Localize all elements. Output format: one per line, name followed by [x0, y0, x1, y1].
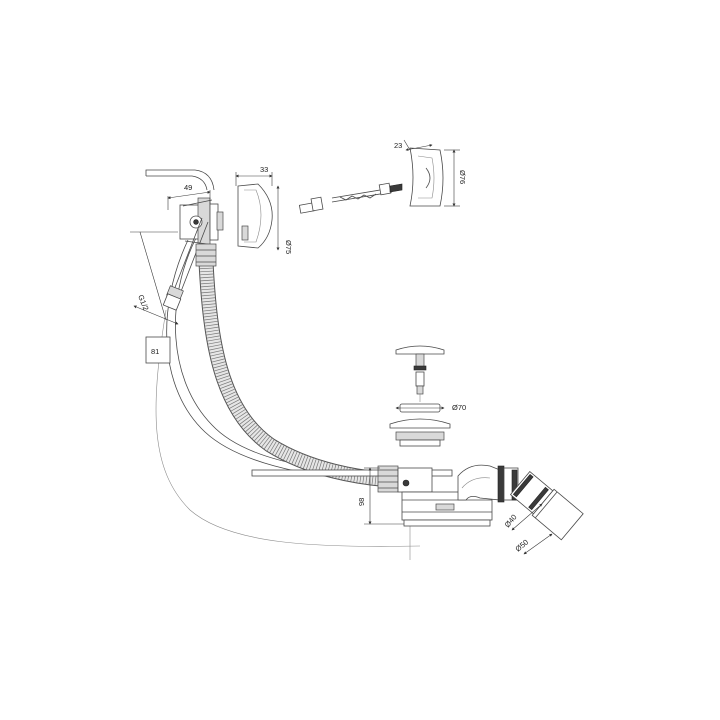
drain-body [251, 465, 493, 527]
overflow-outer-cap: 23 Ø76 [394, 139, 467, 207]
dimension-33-label: 33 [260, 165, 268, 174]
dimension-d70-label: Ø70 [452, 403, 466, 412]
dimension-g12-label: G1/2 [136, 293, 150, 311]
plug-parts: Ø70 [389, 345, 466, 447]
dimension-81-label: 81 [151, 347, 159, 356]
outlet-pipe: Ø40 Ø50 [457, 464, 584, 555]
dimension-d40-label: Ø40 [503, 513, 519, 530]
dimension-d76-label: Ø76 [458, 170, 467, 184]
dimension-81: 81 [130, 231, 178, 364]
dimension-98: 98 [357, 467, 404, 525]
dimension-49: 49 [167, 183, 211, 210]
dimension-d75-label: Ø75 [284, 240, 293, 254]
corrugated-hose [195, 243, 393, 488]
dimension-98-label: 98 [357, 498, 366, 506]
inlet-pipe [162, 217, 209, 311]
dimension-23-label: 23 [394, 141, 402, 150]
spindle-parts [298, 182, 403, 214]
dimension-49-label: 49 [184, 183, 192, 192]
overflow-cover: 33 Ø75 [235, 165, 293, 254]
